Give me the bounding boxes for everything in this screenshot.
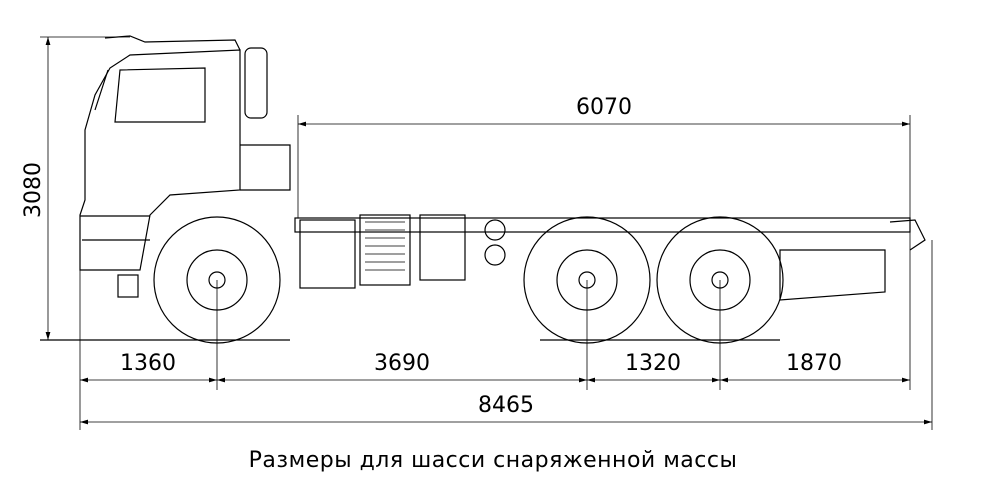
dimension-wheelbase-label: 3690	[374, 351, 430, 376]
truck-outline	[40, 35, 926, 341]
dimension-overall-length: 8465	[80, 393, 932, 425]
dimension-rear-overhang-label: 1870	[786, 351, 842, 376]
dimension-rear-axle-spacing-label: 1320	[625, 351, 681, 376]
drawing-caption: Размеры для шасси снаряженной массы	[248, 448, 738, 473]
dimension-height: 3080	[21, 37, 51, 340]
extension-lines	[40, 36, 933, 430]
dimension-overall-length-label: 8465	[478, 393, 534, 418]
dimension-height-label: 3080	[21, 162, 46, 218]
dimension-chassis-length: 6070	[298, 95, 910, 127]
dimension-front-overhang-label: 1360	[120, 351, 176, 376]
dimension-row: 1360 3690 1320 1870	[80, 351, 910, 383]
dimension-chassis-length-label: 6070	[576, 95, 632, 120]
